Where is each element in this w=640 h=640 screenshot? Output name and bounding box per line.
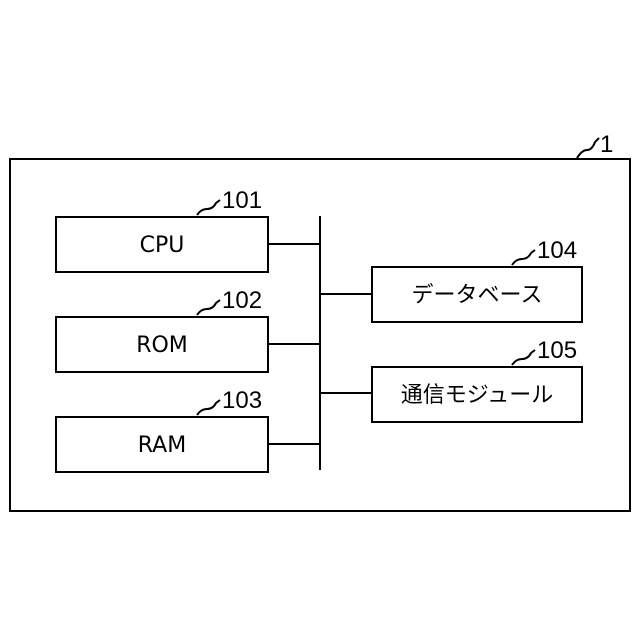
rom-ref: 102 bbox=[222, 287, 262, 314]
comm-module-ref: 105 bbox=[537, 337, 577, 364]
cpu-leader-line bbox=[197, 200, 220, 215]
cpu-ref: 101 bbox=[222, 187, 262, 214]
database-leader-line bbox=[512, 250, 535, 265]
rom-label: ROM bbox=[136, 333, 188, 358]
ram-block: RAM 103 bbox=[56, 387, 268, 472]
system-ref: 1 bbox=[600, 131, 613, 158]
comm-module-label: 通信モジュール bbox=[401, 383, 553, 408]
ram-label: RAM bbox=[138, 433, 186, 458]
comm-module-leader-line bbox=[512, 350, 535, 365]
cpu-label: CPU bbox=[140, 233, 185, 258]
ram-leader-line bbox=[197, 400, 220, 415]
database-block: データベース 104 bbox=[372, 237, 582, 322]
cpu-block: CPU 101 bbox=[56, 187, 268, 272]
database-label: データベース bbox=[412, 283, 543, 308]
system-leader-line bbox=[577, 138, 599, 158]
rom-block: ROM 102 bbox=[56, 287, 268, 372]
rom-leader-line bbox=[197, 300, 220, 315]
database-ref: 104 bbox=[537, 237, 577, 264]
comm-module-block: 通信モジュール 105 bbox=[372, 337, 582, 422]
ram-ref: 103 bbox=[222, 387, 262, 414]
